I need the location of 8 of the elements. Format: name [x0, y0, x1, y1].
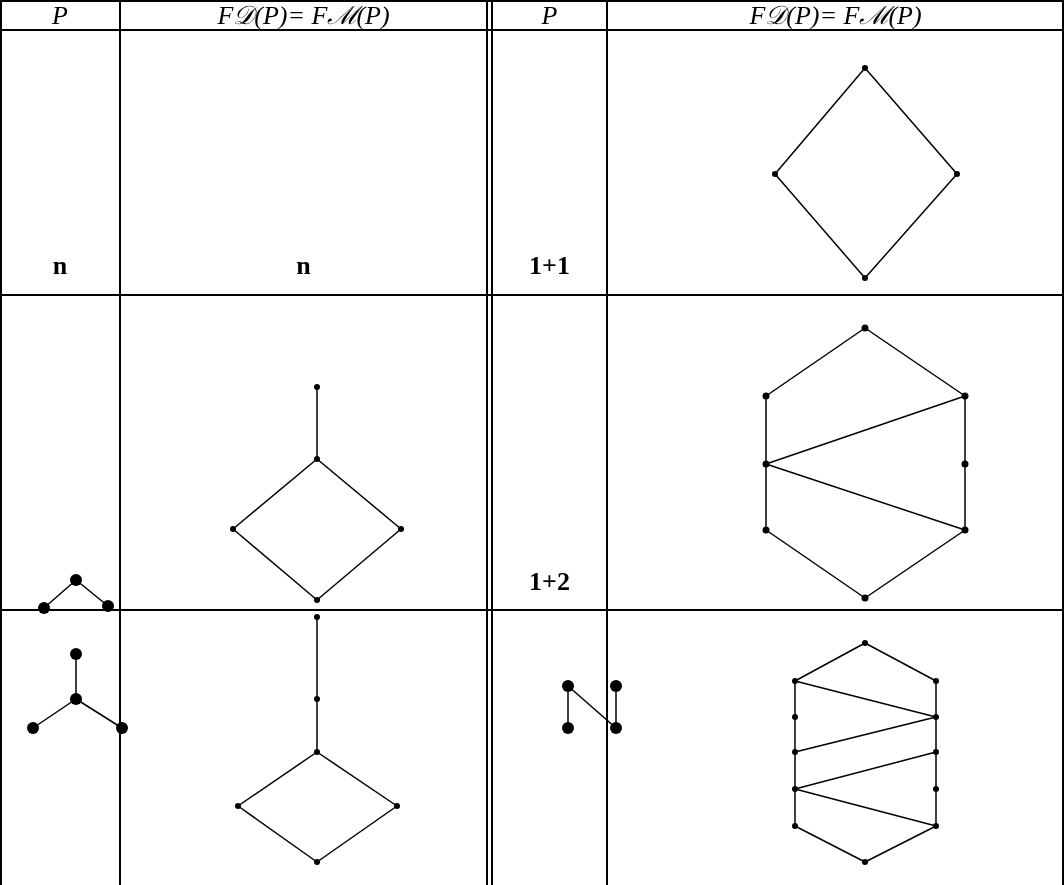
column-header: F𝒟(P)= Fℳ(P)	[749, 1, 922, 30]
cell-text: n	[296, 251, 311, 280]
column-header: P	[541, 1, 558, 30]
cell-text: 1+2	[529, 567, 570, 596]
column-header: F𝒟(P)= Fℳ(P)	[217, 1, 390, 30]
cell-text: n	[52, 251, 68, 280]
column-header: P	[52, 1, 68, 30]
cell-text: 1+1	[529, 251, 570, 280]
